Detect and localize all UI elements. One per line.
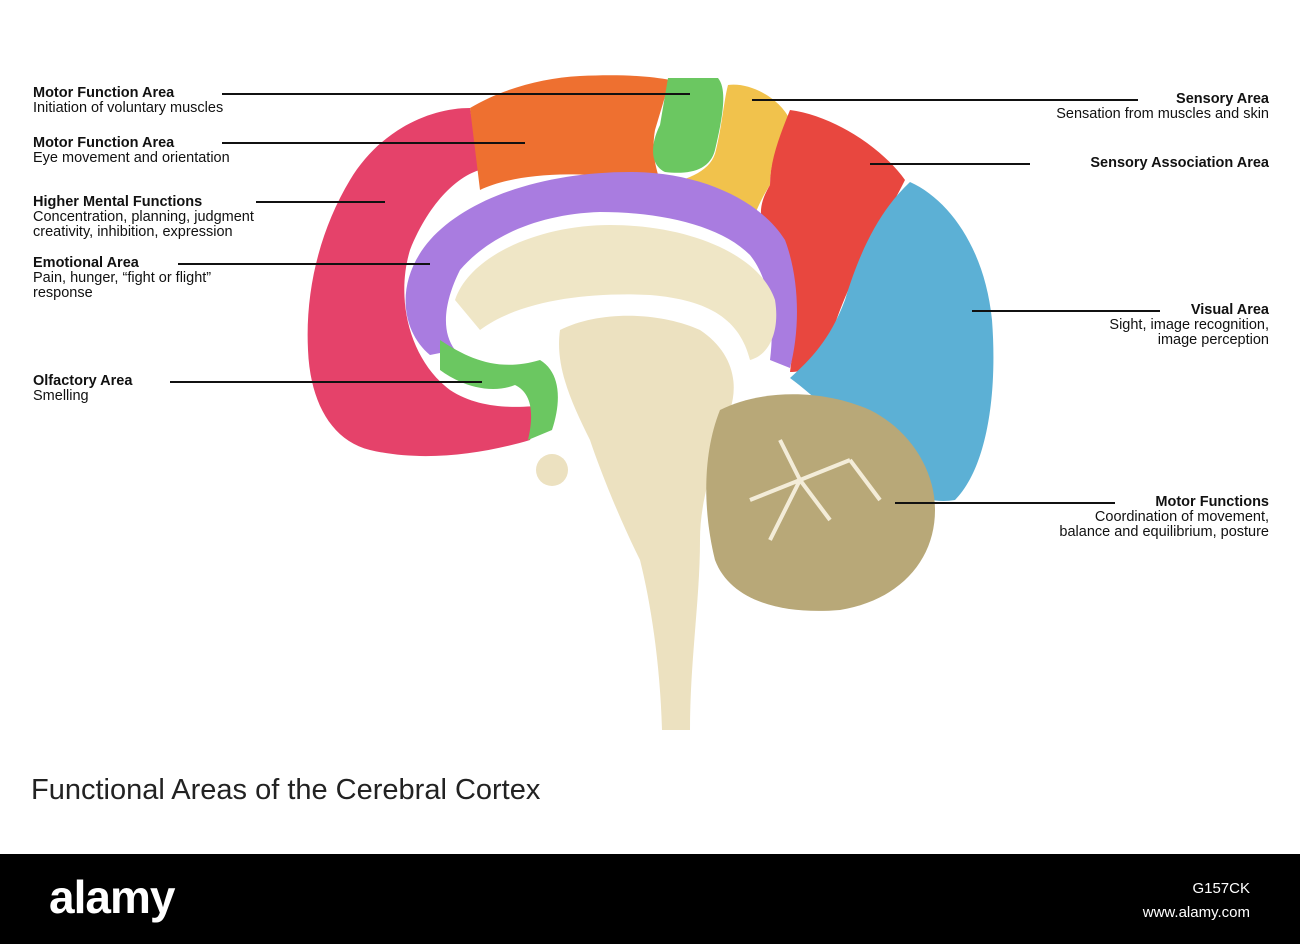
pituitary xyxy=(536,454,568,486)
label-title: Sensory Area xyxy=(1176,91,1269,107)
label-title: Sensory Association Area xyxy=(1090,155,1269,171)
label-desc: Smelling xyxy=(33,388,89,404)
diagram-title: Functional Areas of the Cerebral Cortex xyxy=(31,774,541,806)
image-id: G157CK xyxy=(1192,880,1250,897)
label-desc: balance and equilibrium, posture xyxy=(1059,524,1269,540)
cerebellum-arbor xyxy=(749,439,882,541)
site-url: www.alamy.com xyxy=(1142,904,1250,921)
label-title: Motor Functions xyxy=(1155,494,1269,510)
label-olfactory: Olfactory Area Smelling xyxy=(33,374,132,404)
footer-bar: alamy G157CK www.alamy.com xyxy=(0,854,1300,944)
label-title: Higher Mental Functions xyxy=(33,194,203,210)
leader-lines xyxy=(170,93,1160,504)
limbic-region xyxy=(405,172,797,368)
label-desc: response xyxy=(33,285,93,301)
label-sensory: Sensory Area Sensation from muscles and … xyxy=(1056,92,1269,122)
label-desc: Concentration, planning, judgment xyxy=(33,209,254,225)
label-motor-functions: Motor Functions Coordination of movement… xyxy=(1059,495,1269,540)
label-desc: Sight, image recognition, xyxy=(1109,317,1269,333)
label-title: Olfactory Area xyxy=(33,373,133,389)
brain-diagram xyxy=(170,75,1160,730)
label-title: Motor Function Area xyxy=(33,135,175,151)
label-visual: Visual Area Sight, image recognition, im… xyxy=(1109,303,1269,348)
sensory-association-region xyxy=(760,110,905,372)
label-motor-voluntary: Motor Function Area Initiation of volunt… xyxy=(33,86,223,116)
cerebellum xyxy=(706,394,935,611)
label-desc: Initiation of voluntary muscles xyxy=(33,100,224,116)
olfactory-region xyxy=(440,340,558,440)
label-motor-eye: Motor Function Area Eye movement and ori… xyxy=(33,136,230,166)
label-title: Visual Area xyxy=(1190,302,1269,318)
alamy-logo: alamy xyxy=(49,871,175,923)
label-sensory-assoc: Sensory Association Area xyxy=(1090,156,1269,171)
label-desc: Eye movement and orientation xyxy=(33,150,230,166)
motor-region xyxy=(470,75,670,190)
label-desc: Coordination of movement, xyxy=(1094,509,1269,525)
label-desc: Pain, hunger, “fight or flight” xyxy=(33,270,212,286)
label-desc: creativity, inhibition, expression xyxy=(33,224,233,240)
label-desc: Sensation from muscles and skin xyxy=(1056,106,1269,122)
prefrontal-region xyxy=(307,108,545,457)
label-title: Motor Function Area xyxy=(33,85,175,101)
eye-field-region xyxy=(653,78,724,173)
label-desc: image perception xyxy=(1157,332,1269,348)
label-title: Emotional Area xyxy=(33,255,139,271)
label-higher-mental: Higher Mental Functions Concentration, p… xyxy=(33,195,254,240)
label-emotional: Emotional Area Pain, hunger, “fight or f… xyxy=(33,256,211,301)
brainstem xyxy=(559,315,734,730)
corpus-callosum xyxy=(455,225,777,360)
